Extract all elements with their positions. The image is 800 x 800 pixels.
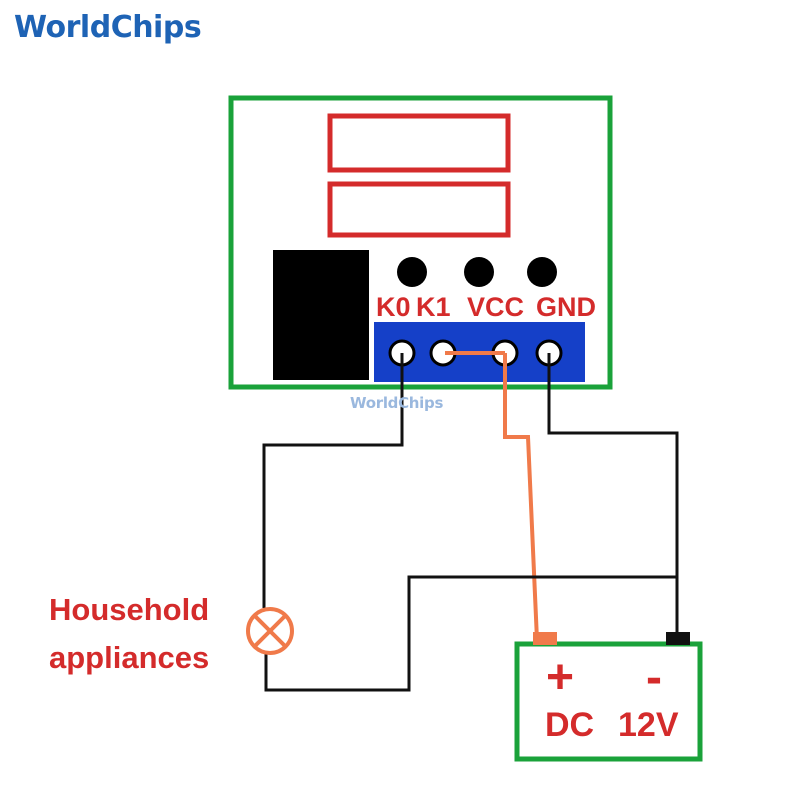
pin-label-k1: K1 bbox=[416, 292, 451, 322]
lamp-cross-2 bbox=[252, 613, 288, 649]
dc-plus-sign: + bbox=[546, 651, 575, 704]
appliance-label-line2: appliances bbox=[49, 640, 210, 675]
wire-k0-appliance bbox=[262, 353, 404, 608]
voltage-label: 12V bbox=[618, 706, 679, 744]
dc-label: DC bbox=[545, 706, 595, 744]
pin-label-k0: K0 bbox=[376, 292, 411, 322]
display-segment-top bbox=[327, 113, 511, 173]
button-2 bbox=[464, 257, 494, 287]
dc-supply-box bbox=[514, 641, 703, 762]
dc-plus-terminal bbox=[533, 632, 557, 645]
appliance-label-line1: Household bbox=[49, 592, 210, 627]
pin-label-gnd: GND bbox=[536, 292, 596, 322]
button-3 bbox=[527, 257, 557, 287]
dc-minus-sign: - bbox=[646, 651, 662, 704]
wire-vcc-plus bbox=[503, 353, 539, 641]
brand-logo: WorldChips bbox=[14, 10, 202, 45]
wire-appliance-return bbox=[264, 575, 677, 692]
watermark-logo: WorldChips bbox=[350, 394, 444, 412]
display-segment-bottom bbox=[327, 181, 511, 238]
button-1 bbox=[397, 257, 427, 287]
pin-label-vcc: VCC bbox=[467, 292, 525, 322]
relay-block bbox=[273, 250, 369, 380]
dc-minus-terminal bbox=[666, 632, 690, 645]
wire-gnd-minus bbox=[547, 353, 679, 636]
